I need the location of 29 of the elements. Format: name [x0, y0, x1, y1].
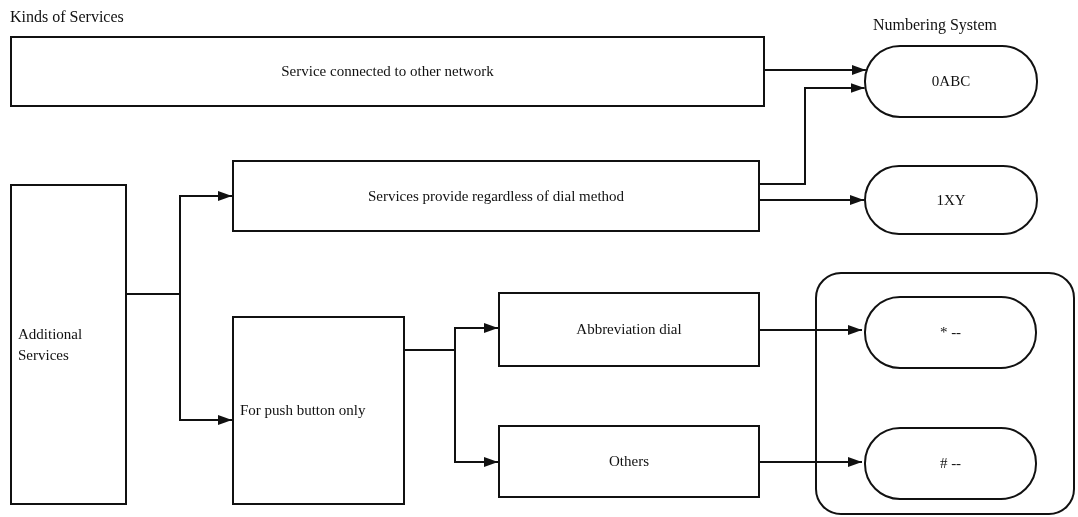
- node-label: # --: [939, 454, 962, 474]
- process-box: [498, 425, 760, 498]
- heading-label: Kinds of Services: [10, 8, 124, 26]
- process-box: [498, 292, 760, 367]
- arrow: [404, 349, 499, 467]
- group-frame: [815, 272, 1075, 515]
- arrow: [759, 457, 863, 467]
- number-pill: [864, 427, 1037, 500]
- number-pill: [864, 45, 1038, 118]
- number-pill: [864, 296, 1037, 369]
- node-label: Additional Services: [18, 325, 84, 365]
- arrow: [126, 293, 233, 425]
- node-label: 0ABC: [931, 72, 971, 92]
- node-label: Others: [609, 452, 649, 472]
- arrow: [759, 195, 865, 205]
- process-box: [10, 184, 127, 505]
- node-label: Service connected to other network: [281, 62, 494, 82]
- node-label: Services provide regardless of dial method: [367, 186, 625, 206]
- node-label: * --: [939, 323, 962, 343]
- node-label: 1XY: [936, 190, 966, 210]
- arrow: [764, 65, 867, 75]
- process-box: [232, 316, 405, 505]
- process-box: [10, 36, 765, 107]
- process-box: [232, 160, 760, 232]
- node-label: For push button only: [240, 401, 366, 421]
- arrow: [759, 83, 866, 185]
- node-label: Abbreviation dial: [576, 320, 682, 340]
- arrow: [759, 325, 863, 335]
- number-pill: [864, 165, 1038, 235]
